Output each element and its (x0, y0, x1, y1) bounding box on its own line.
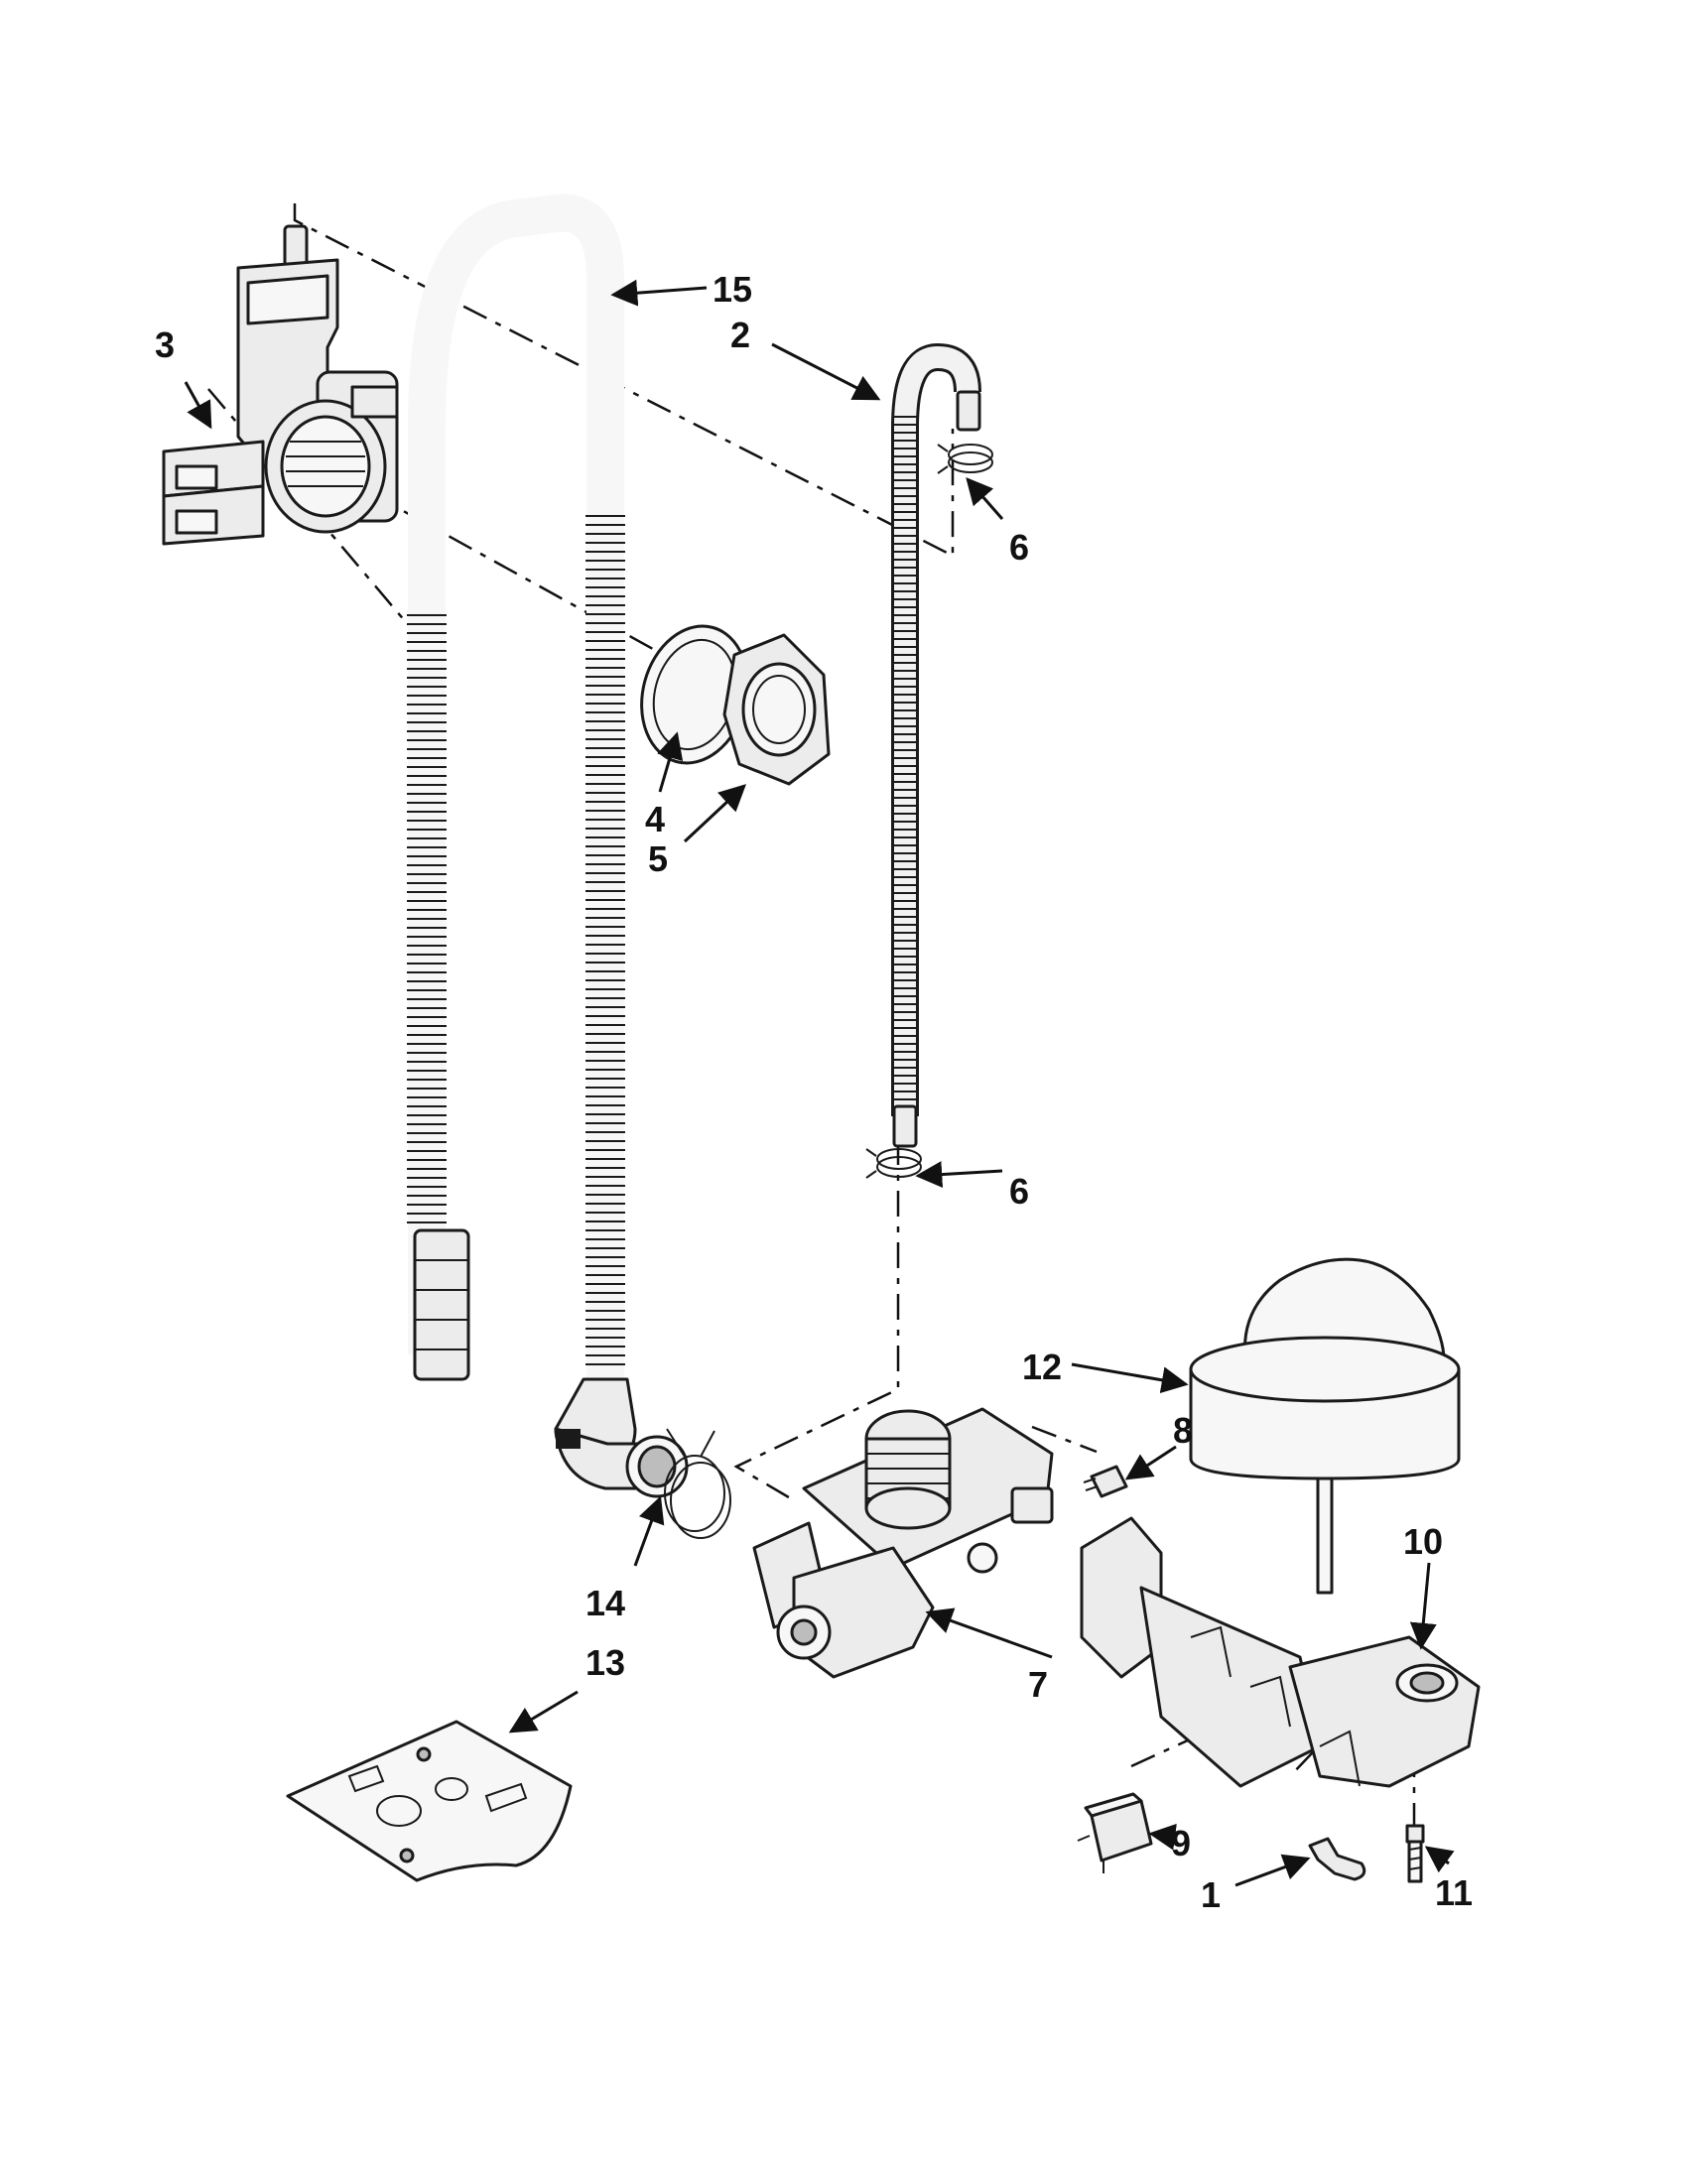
part-2-fill-hose (891, 342, 981, 1148)
leader-lines (184, 279, 1455, 1887)
part-15-drain-hose (407, 193, 689, 1498)
part-1-actuator (1308, 1837, 1366, 1881)
part-6-clamp-lower (865, 1148, 922, 1179)
callout-6-upper: 6 (1009, 527, 1029, 568)
callout-13: 13 (585, 1642, 625, 1683)
part-14-hose-clamp (664, 1428, 731, 1539)
part-5-nut (722, 633, 831, 786)
part-8-screw (1083, 1465, 1128, 1498)
part-7-water-valve (752, 1407, 1054, 1679)
part-12-float (1189, 1257, 1461, 1595)
part-9-switch (1077, 1792, 1153, 1873)
callout-15: 15 (713, 269, 752, 310)
callout-4: 4 (645, 799, 665, 839)
part-13-hardware-bag (286, 1720, 573, 1882)
part-3-vent-bracket (162, 224, 399, 546)
callout-2: 2 (730, 315, 750, 355)
callout-8: 8 (1173, 1410, 1193, 1451)
callout-3: 3 (155, 324, 175, 365)
callout-7: 7 (1028, 1664, 1048, 1705)
callout-6-lower: 6 (1009, 1171, 1029, 1212)
callout-10: 10 (1403, 1521, 1443, 1562)
part-10-float-bracket (1080, 1516, 1481, 1788)
callout-1: 1 (1201, 1874, 1221, 1915)
callout-labels: 15 2 3 6 4 5 6 12 8 10 14 13 7 9 1 11 (155, 269, 1473, 1915)
callout-14: 14 (585, 1583, 625, 1623)
callout-5: 5 (648, 838, 668, 879)
part-11-screw (1405, 1824, 1425, 1883)
callout-12: 12 (1022, 1347, 1062, 1387)
callout-11: 11 (1435, 1872, 1473, 1913)
callout-9: 9 (1171, 1823, 1191, 1863)
part-6-clamp-upper (937, 444, 993, 474)
